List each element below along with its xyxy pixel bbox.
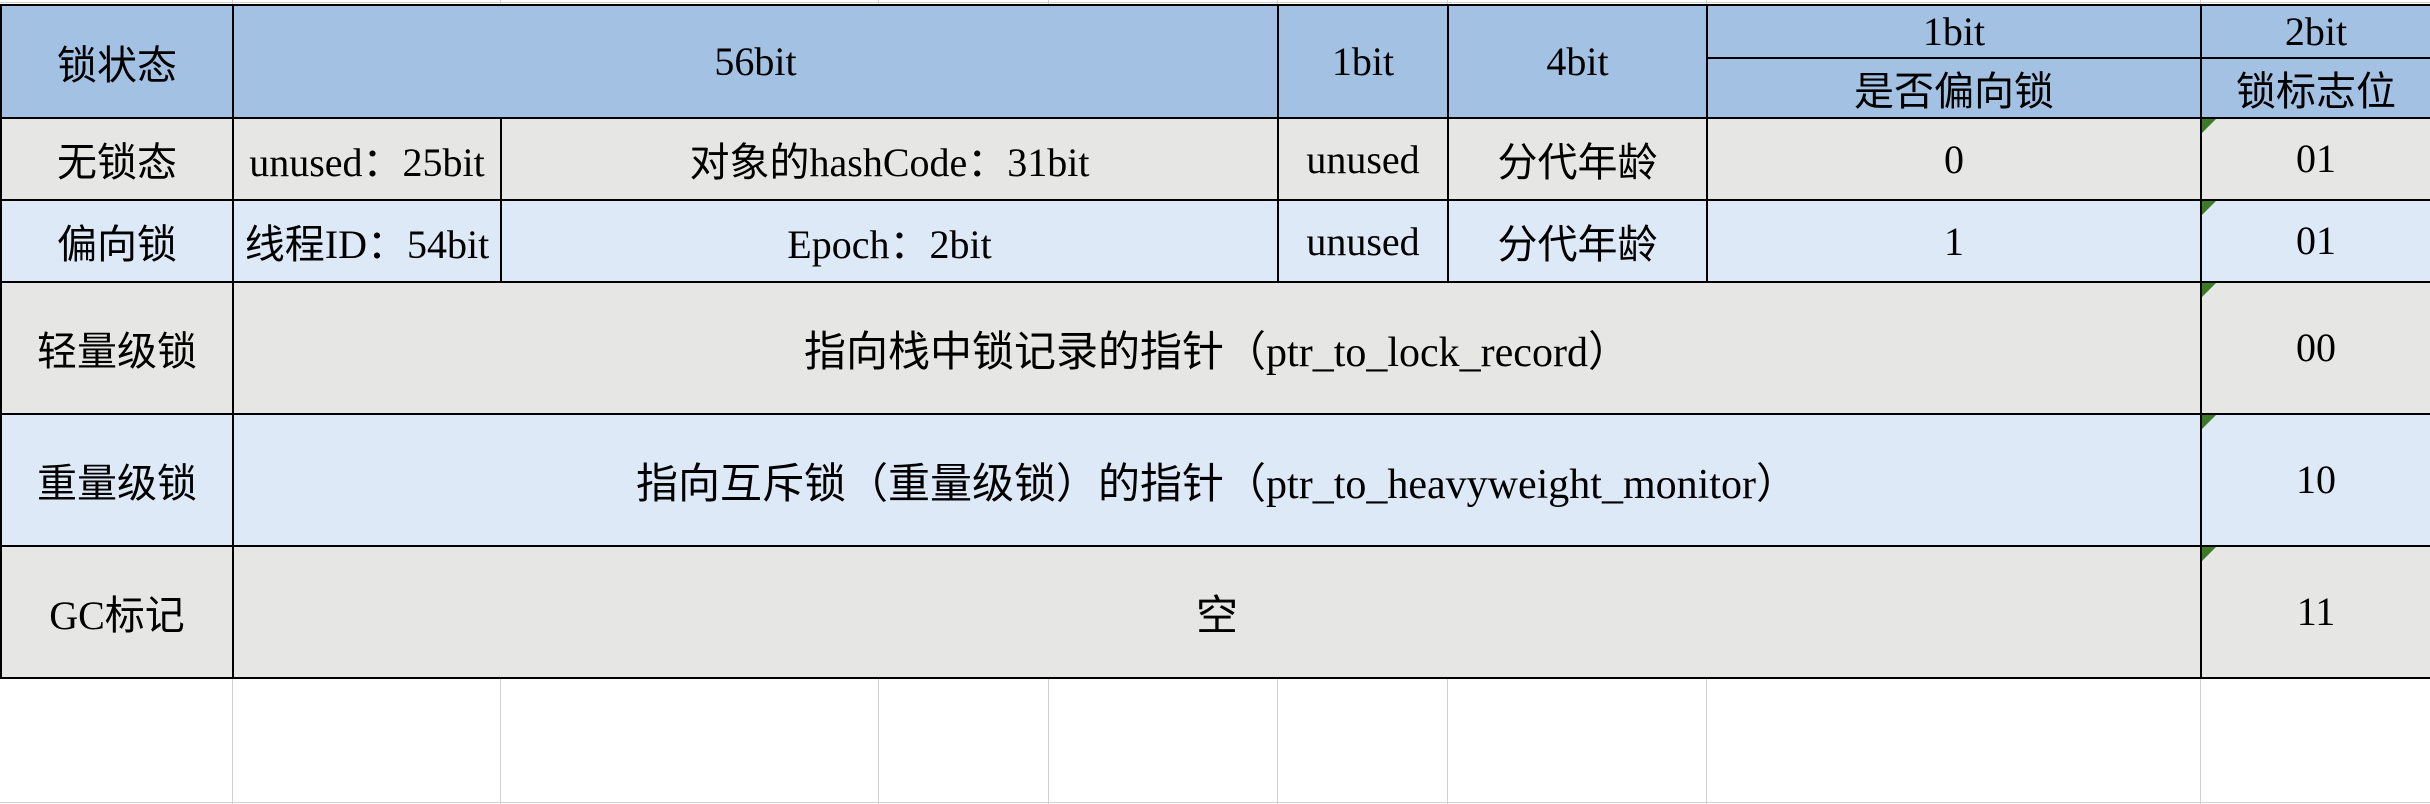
row-pointer-description: 指向栈中锁记录的指针（ptr_to_lock_record）: [231, 281, 2203, 415]
row-state-label: GC标记: [0, 545, 234, 679]
comment-marker-icon: [2203, 202, 2217, 215]
grid-hline: [0, 802, 2430, 803]
row-state-label: 重量级锁: [0, 413, 234, 547]
row-lock-flag: 11: [2200, 545, 2430, 679]
comment-marker-icon: [2203, 120, 2217, 133]
header-lock-state: 锁状态: [0, 4, 234, 119]
row-biased-bit: 0: [1706, 117, 2203, 201]
header-4bit: 4bit: [1447, 4, 1709, 119]
row-one-bit: unused: [1277, 117, 1450, 201]
header-is-biased-lock: 是否偏向锁: [1706, 57, 2203, 119]
row-state-label: 无锁态: [0, 117, 234, 201]
row-lock-flag-text: 11: [2296, 589, 2336, 634]
header-lock-flag-bits: 锁标志位: [2200, 57, 2430, 119]
row-lock-flag-text: 01: [2296, 136, 2337, 181]
comment-marker-icon: [2203, 548, 2217, 561]
row-one-bit: unused: [1277, 199, 1450, 283]
row-lock-flag-text: 01: [2296, 218, 2337, 263]
row-pointer-description: 指向互斥锁（重量级锁）的指针（ptr_to_heavyweight_monito…: [231, 413, 2203, 547]
row-four-bit-age: 分代年龄: [1447, 199, 1709, 283]
row-field-a: 线程ID：54bit: [232, 199, 502, 283]
header-2bit-flag: 2bit: [2200, 4, 2430, 59]
row-biased-bit: 1: [1706, 199, 2203, 283]
table-row-lightweight-lock: 轻量级锁 指向栈中锁记录的指针（ptr_to_lock_record） 00: [0, 281, 2430, 415]
row-field-a: unused：25bit: [232, 117, 502, 201]
row-lock-flag-text: 00: [2296, 325, 2337, 370]
header-1bit: 1bit: [1277, 4, 1450, 119]
row-state-label: 偏向锁: [0, 199, 234, 283]
grid-hline: [0, 2, 2430, 3]
table-row-heavyweight-lock: 重量级锁 指向互斥锁（重量级锁）的指针（ptr_to_heavyweight_m…: [0, 413, 2430, 547]
table-row-gc-mark: GC标记 空 11: [0, 545, 2430, 679]
table-row-no-lock: 无锁态 unused：25bit 对象的hashCode：31bit unuse…: [0, 117, 2430, 201]
comment-marker-icon: [2203, 416, 2217, 429]
header-1bit-biased: 1bit: [1706, 4, 2203, 59]
row-lock-flag: 01: [2200, 117, 2430, 201]
row-four-bit-age: 分代年龄: [1447, 117, 1709, 201]
row-field-b: 对象的hashCode：31bit: [499, 117, 1280, 201]
table-row-biased-lock: 偏向锁 线程ID：54bit Epoch：2bit unused 分代年龄 1 …: [0, 199, 2430, 283]
comment-marker-icon: [2203, 284, 2217, 297]
row-lock-flag: 10: [2200, 413, 2430, 547]
row-lock-flag: 01: [2200, 199, 2430, 283]
header-56bit: 56bit: [231, 4, 1280, 119]
table-header-row-2: 是否偏向锁 锁标志位: [1, 57, 2430, 119]
row-pointer-description: 空: [231, 545, 2203, 679]
row-lock-flag-text: 10: [2296, 457, 2337, 502]
table-header-row-1: 锁状态 56bit 1bit 4bit 1bit 2bit: [0, 4, 2430, 119]
row-field-b: Epoch：2bit: [499, 199, 1280, 283]
row-state-label: 轻量级锁: [0, 281, 234, 415]
object-header-lock-word-table: 锁状态 56bit 1bit 4bit 1bit 2bit 是否偏向锁 锁标志位…: [0, 4, 2430, 679]
row-lock-flag: 00: [2200, 281, 2430, 415]
